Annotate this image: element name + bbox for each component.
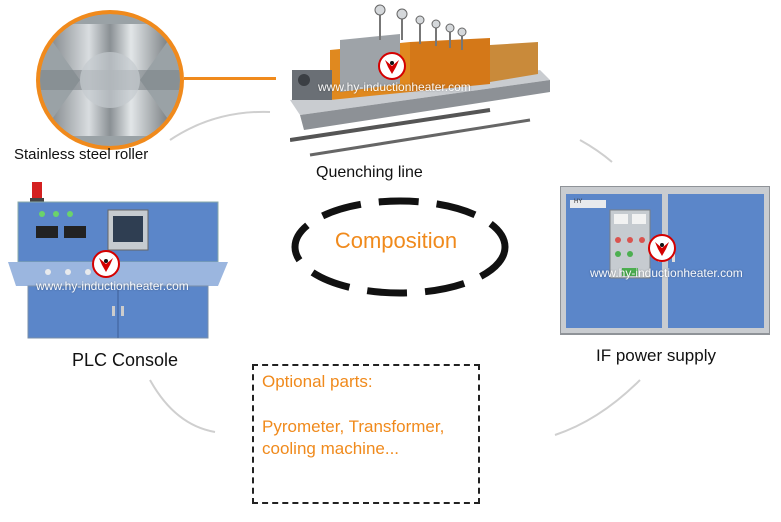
logo-icon — [648, 234, 676, 262]
plc-console-label: PLC Console — [72, 350, 179, 370]
logo-icon — [378, 52, 406, 80]
optional-parts-title: Optional parts: — [262, 372, 373, 391]
composition-title: Composition — [334, 228, 458, 253]
composition-ellipse — [291, 197, 509, 297]
logo-icon — [92, 250, 120, 278]
roller-connector-line — [184, 77, 276, 80]
optional-parts-box: Optional parts: Pyrometer, Transformer, … — [252, 364, 480, 504]
watermark-quenching: www.hy-inductionheater.com — [318, 80, 471, 94]
power-supply-nameplate: HY — [574, 199, 583, 205]
optional-parts-list: Pyrometer, Transformer, cooling machine.… — [262, 417, 445, 458]
watermark-plc: www.hy-inductionheater.com — [36, 279, 189, 293]
power-supply-label: IF power supply — [596, 346, 716, 365]
roller-label: Stainless steel roller — [14, 146, 149, 163]
plc-console-photo — [8, 180, 240, 340]
roller-photo — [36, 10, 184, 150]
watermark-power: www.hy-inductionheater.com — [590, 266, 743, 280]
quenching-line-photo — [289, 0, 550, 160]
quenching-line-label: Quenching line — [316, 164, 423, 181]
